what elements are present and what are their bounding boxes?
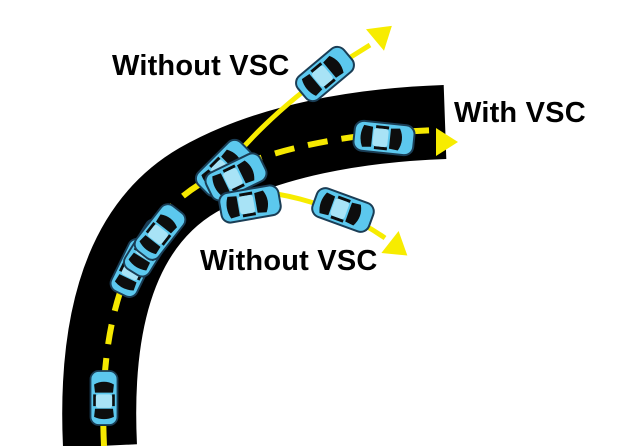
path-without-vsc-top: [230, 42, 372, 162]
label-with-vsc: With VSC: [454, 97, 586, 129]
arrow-head-icon: [381, 230, 416, 267]
car-top-view-icon: [308, 184, 378, 236]
car-top-view-icon: [351, 118, 417, 158]
car-top-view-icon: [89, 370, 119, 426]
arrow-head-icon: [366, 15, 401, 51]
label-without-vsc-bottom: Without VSC: [200, 245, 378, 277]
label-without-vsc-top: Without VSC: [112, 50, 290, 82]
road: [62, 85, 447, 446]
arrow-head-icon: [436, 128, 458, 156]
